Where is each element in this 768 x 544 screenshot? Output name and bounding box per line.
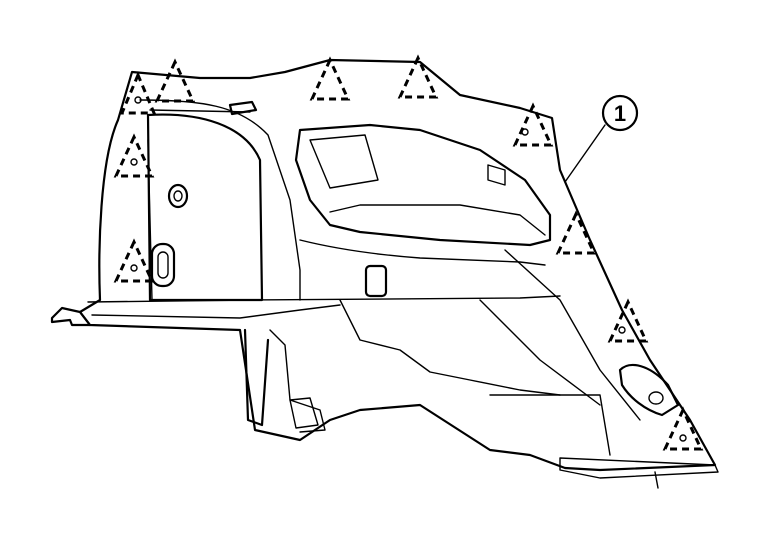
dashed-triangle-clip-icon [607, 298, 649, 343]
clip-markers [113, 54, 704, 451]
callout-1: 1 [601, 94, 639, 132]
dashed-triangle-clip-icon [555, 210, 597, 255]
dashed-triangle-clip-icon [512, 102, 554, 147]
dashed-triangle-clip-icon [113, 133, 155, 178]
dashed-triangle-clip-icon [113, 238, 155, 283]
callout-leader [564, 124, 606, 183]
dashed-triangle-clip-icon [309, 56, 351, 101]
dashed-triangle-clip-icon [662, 406, 704, 451]
dashed-triangle-clip-icon [154, 58, 196, 103]
callout-label: 1 [614, 101, 626, 126]
dashed-triangle-clip-icon [397, 54, 439, 99]
dashed-triangle-clip-icon [119, 71, 157, 115]
clip-holes [130, 96, 687, 442]
